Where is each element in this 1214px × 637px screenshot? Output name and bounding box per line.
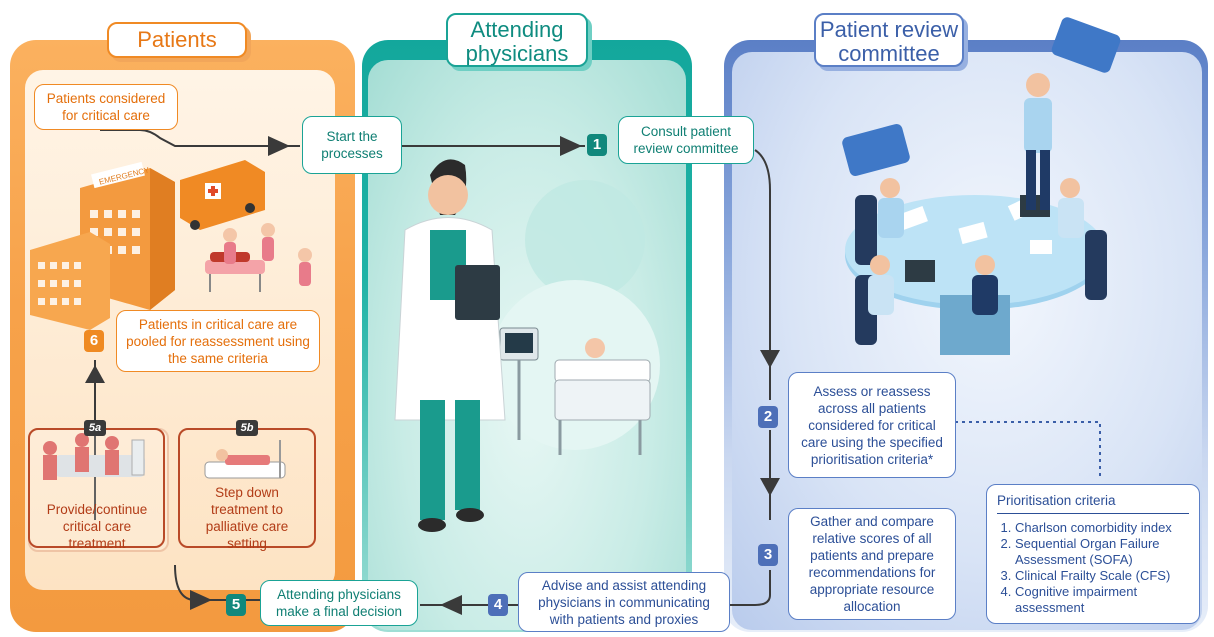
advise-box: Advise and assist attending physicians i… (518, 572, 730, 632)
step-5b-badge: 5b (236, 420, 258, 436)
pooled-reassessment-box: Patients in critical care are pooled for… (116, 310, 320, 372)
step-2-badge: 2 (758, 406, 778, 428)
consult-committee-box: Consult patient review committee (618, 116, 754, 164)
committee-title: Patient review committee (814, 13, 964, 67)
start-processes-box: Start the processes (302, 116, 402, 174)
patients-considered-box: Patients considered for critical care (34, 84, 178, 130)
step-5a-badge: 5a (84, 420, 106, 436)
final-decision-box: Attending physicians make a final decisi… (260, 580, 418, 626)
criteria-heading: Prioritisation criteria (997, 493, 1189, 514)
provide-treatment-text: Provide/continue critical care treatment (46, 501, 148, 551)
patient-bed-icon (499, 327, 651, 455)
meeting-table-icon (845, 73, 1107, 355)
prioritisation-criteria-box: Prioritisation criteria Charlson comorbi… (986, 484, 1200, 624)
criteria-item: Sequential Organ Failure Assessment (SOF… (1015, 536, 1189, 568)
step-5-badge: 5 (226, 594, 246, 616)
criteria-item: Cognitive impairment assessment (1015, 584, 1189, 616)
stretcher-team-icon (205, 223, 312, 292)
palliative-bed-icon (204, 440, 286, 479)
physicians-title: Attending physicians (446, 13, 588, 67)
criteria-list: Charlson comorbidity index Sequential Or… (997, 520, 1189, 616)
ambulance-icon (180, 160, 265, 230)
speech-bubble-icon (842, 17, 1121, 176)
criteria-item: Charlson comorbidity index (1015, 520, 1189, 536)
step-3-badge: 3 (758, 544, 778, 566)
criteria-item: Clinical Frailty Scale (CFS) (1015, 568, 1189, 584)
step-1-badge: 1 (587, 134, 607, 156)
patients-title: Patients (107, 22, 247, 58)
hospital-icon: EMERGENCY (30, 161, 175, 330)
step-down-text: Step down treatment to palliative care s… (205, 485, 289, 551)
gather-box: Gather and compare relative scores of al… (788, 508, 956, 620)
step-6-badge: 6 (84, 330, 104, 352)
critical-care-team-icon (43, 433, 145, 480)
step-4-badge: 4 (488, 594, 508, 616)
assess-box: Assess or reassess across all patients c… (788, 372, 956, 478)
doctor-icon (394, 159, 506, 532)
